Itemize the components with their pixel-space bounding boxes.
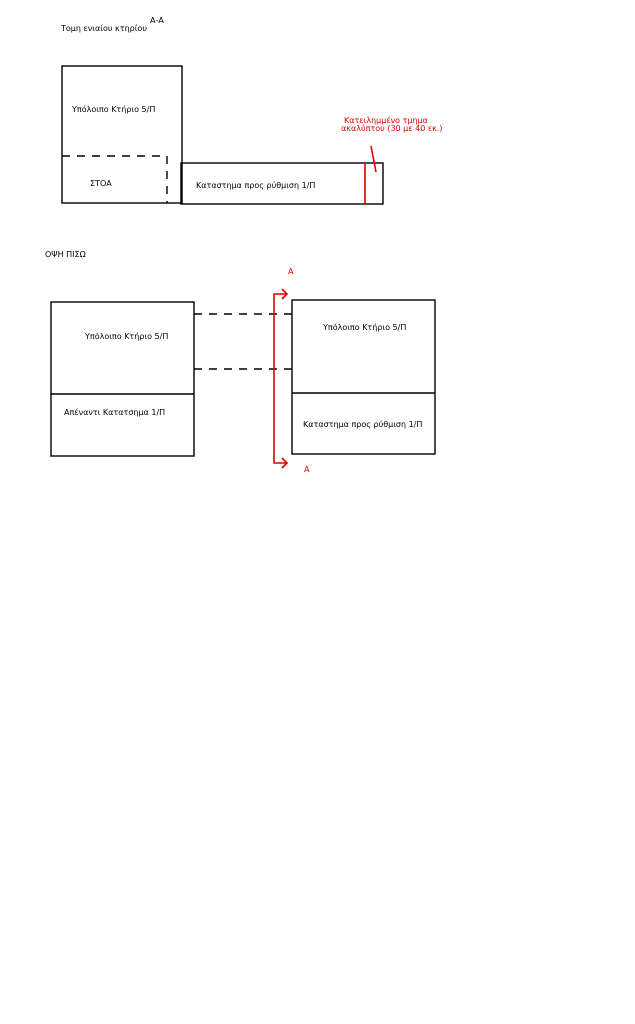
- section-arrow-top-icon: [281, 288, 289, 300]
- section-arrow-bottom-icon: [281, 457, 289, 469]
- upper-building-label: Υπόλοιπο Κτήριο 5/Π: [71, 104, 155, 114]
- section-marker-top: Α: [288, 267, 294, 276]
- right-upper-label: Υπόλοιπο Κτήριο 5/Π: [322, 322, 406, 332]
- occupied-note-line1: Κατειλημμένο τμημα: [344, 115, 428, 125]
- upper-building-outline: [61, 65, 183, 204]
- section-title: Τομη ενιαίου κτηρίου: [60, 24, 147, 33]
- rear-view-title: ΟΨΗ ΠΙΣΩ: [45, 250, 86, 259]
- shop-label: Καταστημα προς ρύθμιση 1/Π: [196, 180, 315, 190]
- section-marker-bottom: Α: [304, 465, 310, 474]
- stoa-dashed-outline: [62, 155, 168, 203]
- occupied-leader-line: [370, 145, 377, 173]
- stoa-label: ΣΤΟΑ: [90, 179, 112, 188]
- left-upper-label: Υπόλοιπο Κτήριο 5/Π: [84, 331, 168, 341]
- section-marker: Α-Α: [150, 16, 164, 25]
- shop-outline: [180, 162, 384, 205]
- left-building-outline: [50, 301, 195, 457]
- section-cut-line: [273, 293, 287, 464]
- right-building-outline: [291, 299, 436, 455]
- right-lower-label: Καταστημα προς ρύθμιση 1/Π: [303, 419, 422, 429]
- occupied-note-line2: ακαλύπτου (30 με 40 εκ.): [341, 123, 443, 133]
- left-lower-label: Απέναντι Κατατσημα 1/Π: [64, 407, 165, 417]
